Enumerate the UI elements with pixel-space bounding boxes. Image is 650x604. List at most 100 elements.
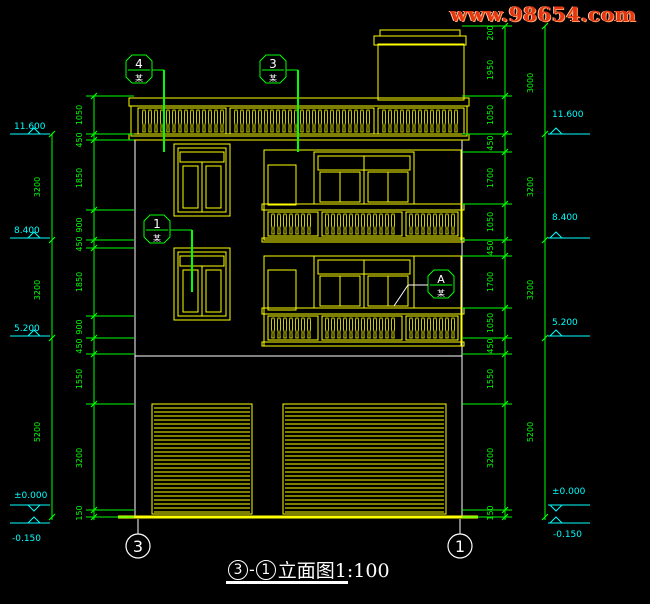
dim-label: 900 <box>75 217 84 232</box>
dim-label: 3000 <box>526 73 535 93</box>
dim-label: 150 <box>75 505 84 520</box>
dim-tick <box>48 513 56 521</box>
dim-label: 1700 <box>486 272 495 292</box>
dim-label: 5200 <box>33 422 42 442</box>
baluster <box>281 109 287 133</box>
dim-label: 450 <box>486 338 495 353</box>
level-label: -0.150 <box>12 534 41 544</box>
baluster <box>378 213 384 235</box>
dim-tick <box>90 312 98 320</box>
baluster <box>360 317 366 339</box>
baluster <box>423 109 429 133</box>
level-label: 8.400 <box>552 213 578 223</box>
baluster <box>372 213 378 235</box>
baluster <box>444 213 450 235</box>
baluster <box>426 317 432 339</box>
detail-tag-sub: 某 <box>135 74 143 83</box>
baluster <box>432 317 438 339</box>
baluster <box>435 109 441 133</box>
baluster <box>432 213 438 235</box>
dim-label: 1850 <box>75 168 84 188</box>
baluster <box>324 317 330 339</box>
dim-label: 450 <box>75 338 84 353</box>
dim-label: 1050 <box>486 313 495 333</box>
dim-tick <box>501 92 509 100</box>
detail-tag-1: 1 某 <box>143 214 193 292</box>
baluster <box>365 109 371 133</box>
lower-bay-frame <box>263 255 462 347</box>
baluster <box>405 109 411 133</box>
baluster <box>282 213 288 235</box>
baluster <box>438 317 444 339</box>
level-labels-right: 11.600 8.400 5.200 ±0.000 -0.150 <box>552 110 586 540</box>
baluster <box>263 109 269 133</box>
dimension-ticks <box>48 22 549 521</box>
baluster <box>201 109 207 133</box>
dim-label: 450 <box>75 132 84 147</box>
baluster <box>414 213 420 235</box>
baluster <box>342 213 348 235</box>
window-left-lower <box>173 247 231 321</box>
baluster <box>269 109 275 133</box>
baluster <box>336 213 342 235</box>
baluster <box>426 213 432 235</box>
dim-tick <box>501 506 509 514</box>
garage-door-right <box>282 403 447 515</box>
dim-label: 3200 <box>33 280 42 300</box>
level-labels-left: 11.600 8.400 5.200 ±0.000 -0.150 <box>12 122 48 544</box>
baluster <box>408 213 414 235</box>
dim-tick <box>501 513 509 521</box>
baluster <box>420 317 426 339</box>
baluster <box>239 109 245 133</box>
baluster <box>414 317 420 339</box>
detail-tag-sub: 某 <box>153 234 161 243</box>
baluster <box>300 213 306 235</box>
dim-label: 1050 <box>486 212 495 232</box>
dim-label: 450 <box>486 240 495 255</box>
baluster <box>330 213 336 235</box>
baluster <box>299 109 305 133</box>
baluster <box>390 317 396 339</box>
baluster <box>317 109 323 133</box>
dim-tick <box>48 236 56 244</box>
level-label: 11.600 <box>552 110 584 120</box>
baluster <box>275 109 281 133</box>
baluster <box>366 213 372 235</box>
baluster <box>429 109 435 133</box>
baluster <box>233 109 239 133</box>
baluster <box>311 109 317 133</box>
dim-label: 5200 <box>526 422 535 442</box>
dim-tick <box>90 350 98 358</box>
title-axis-circle-left: 3 <box>228 559 248 580</box>
baluster <box>219 109 225 133</box>
dim-label: 3200 <box>526 177 535 197</box>
upper-bay-frame <box>263 149 462 241</box>
dim-tick <box>501 334 509 342</box>
baluster <box>305 109 311 133</box>
baluster <box>348 317 354 339</box>
detail-tag-number: A <box>437 273 445 286</box>
dim-label: 1850 <box>75 272 84 292</box>
dim-tick <box>48 334 56 342</box>
dim-tick <box>541 22 549 30</box>
baluster <box>420 213 426 235</box>
dim-label: 1550 <box>75 369 84 389</box>
dim-tick <box>541 513 549 521</box>
baluster <box>342 317 348 339</box>
dim-label: 3200 <box>526 280 535 300</box>
dims-right-outer: 3000 3200 3200 5200 <box>526 73 535 442</box>
dim-label: 3200 <box>33 177 42 197</box>
baluster <box>323 109 329 133</box>
roof-tank <box>373 29 467 101</box>
level-label: 5.200 <box>552 318 578 328</box>
dim-tick <box>90 334 98 342</box>
dim-tick <box>501 236 509 244</box>
site-watermark: www.98654.com <box>450 2 637 26</box>
baluster <box>366 317 372 339</box>
balcony-lower-balusters <box>270 317 456 339</box>
dims-left-outer: 3200 3200 5200 <box>33 177 42 442</box>
baluster <box>189 109 195 133</box>
baluster <box>354 213 360 235</box>
